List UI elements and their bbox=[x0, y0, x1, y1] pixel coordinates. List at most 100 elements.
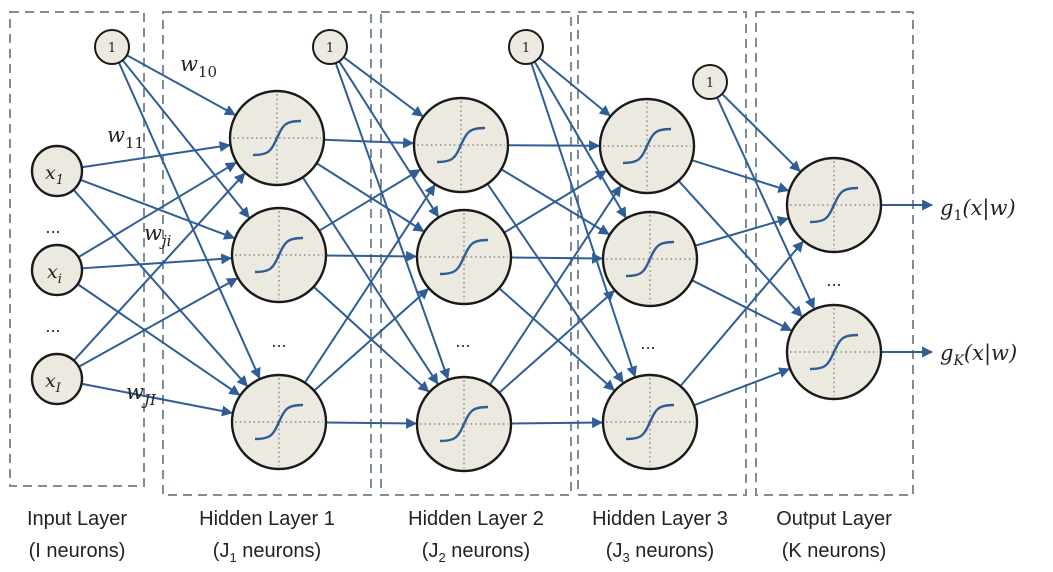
weight-label-w10: w10 bbox=[180, 52, 217, 81]
ellipsis-hidden-2: ... bbox=[455, 332, 470, 351]
ellipsis-output: ... bbox=[826, 271, 841, 290]
weight-edge-hidden3-output bbox=[693, 367, 791, 407]
weight-edge-input-hidden1 bbox=[81, 141, 231, 169]
hidden2-neuron-2 bbox=[415, 208, 513, 306]
sigmoid-activation-icon bbox=[625, 240, 675, 278]
bias-label: 1 bbox=[326, 41, 334, 56]
weight-edge-input-hidden1 bbox=[77, 283, 241, 396]
hidden-layer-3-box bbox=[577, 11, 747, 496]
bias-edge-1 bbox=[126, 54, 236, 116]
weight-edge-hidden2-hidden3 bbox=[510, 417, 604, 429]
caption-title: Hidden Layer 3 bbox=[592, 508, 728, 530]
sigmoid-activation-icon bbox=[809, 333, 859, 371]
weight-edge-input-hidden1 bbox=[72, 189, 248, 387]
sigmoid-activation-icon bbox=[436, 126, 486, 164]
bias-edge-3 bbox=[533, 61, 627, 219]
bias-edge-2 bbox=[334, 62, 450, 380]
input-label-xI: xI bbox=[45, 370, 62, 396]
caption-subtitle: (I neurons) bbox=[29, 540, 126, 562]
input-neuron-1 bbox=[30, 144, 84, 198]
ellipsis-input-1: ... bbox=[45, 218, 60, 237]
ellipsis-input-2: ... bbox=[45, 317, 60, 336]
weight-edge-hidden1-hidden2 bbox=[303, 184, 436, 384]
sigmoid-activation-icon bbox=[439, 405, 489, 443]
bias-label: 1 bbox=[706, 76, 714, 91]
bias-node-2 bbox=[312, 29, 348, 65]
sigmoid-activation-icon bbox=[625, 403, 675, 441]
caption-title: Input Layer bbox=[27, 508, 127, 530]
bias-node-1 bbox=[94, 29, 130, 65]
caption-subtitle: (J3 neurons) bbox=[606, 540, 714, 565]
caption-subtitle: (J2 neurons) bbox=[422, 540, 530, 565]
weight-edge-hidden3-output bbox=[677, 180, 803, 318]
weight-label-wji: wji bbox=[144, 221, 172, 250]
output-layer-box bbox=[755, 11, 914, 496]
sigmoid-activation-icon bbox=[252, 119, 302, 157]
input-neuron-3 bbox=[30, 352, 84, 406]
hidden-layer-1-box bbox=[162, 11, 372, 496]
input-label-x1: x1 bbox=[45, 162, 64, 188]
bias-edge-2 bbox=[343, 56, 424, 118]
hidden-layer-2-box bbox=[380, 11, 572, 496]
hidden1-neuron-2 bbox=[230, 206, 328, 304]
weight-edge-hidden3-output bbox=[694, 216, 789, 247]
weight-edge-hidden1-hidden2 bbox=[325, 250, 418, 262]
sigmoid-activation-icon bbox=[254, 236, 304, 274]
input-label-xi: xi bbox=[47, 261, 62, 287]
weight-edge-hidden2-hidden3 bbox=[510, 252, 604, 264]
weight-edge-hidden3-output bbox=[691, 159, 790, 193]
hidden3-neuron-1 bbox=[598, 97, 696, 195]
weight-edge-hidden1-hidden2 bbox=[301, 176, 439, 385]
output-neuron-1 bbox=[785, 156, 883, 254]
bias-label: 1 bbox=[108, 41, 116, 56]
bias-label: 1 bbox=[522, 41, 530, 56]
weight-edge-hidden2-hidden3 bbox=[489, 185, 622, 386]
caption-hidden-layer-3: Hidden Layer 3 (J3 neurons) bbox=[592, 508, 728, 565]
weight-edge-hidden1-hidden2 bbox=[318, 168, 421, 232]
weight-label-w11: w11 bbox=[107, 123, 144, 152]
hidden1-neuron-3 bbox=[230, 373, 328, 471]
weight-edge-hidden2-hidden3 bbox=[486, 183, 624, 384]
weight-edge-input-hidden1 bbox=[77, 161, 237, 258]
weight-edge-hidden1-hidden2 bbox=[323, 137, 415, 149]
weight-edge-input-hidden1 bbox=[73, 172, 246, 362]
ellipsis-hidden-3: ... bbox=[640, 334, 655, 353]
sigmoid-activation-icon bbox=[809, 186, 859, 224]
bias-edge-1 bbox=[121, 59, 250, 219]
caption-subtitle: (K neurons) bbox=[782, 540, 887, 562]
caption-title: Hidden Layer 1 bbox=[199, 508, 335, 530]
sigmoid-activation-icon bbox=[439, 238, 489, 276]
weight-edge-hidden1-hidden2 bbox=[325, 417, 418, 429]
caption-hidden-layer-1: Hidden Layer 1 (J1 neurons) bbox=[199, 508, 335, 565]
hidden2-neuron-1 bbox=[412, 96, 510, 194]
input-neuron-2 bbox=[30, 243, 84, 297]
caption-title: Output Layer bbox=[776, 508, 892, 530]
weight-edge-input-hidden1 bbox=[78, 277, 239, 368]
weight-label-wJI: wJI bbox=[126, 380, 157, 409]
bias-edge-1 bbox=[118, 62, 261, 380]
bias-edge-3 bbox=[538, 56, 611, 117]
caption-input-layer: Input Layer (I neurons) bbox=[27, 508, 127, 562]
weight-edge-hidden1-hidden2 bbox=[313, 288, 429, 392]
weight-edge-input-hidden1 bbox=[81, 382, 233, 417]
hidden3-neuron-2 bbox=[601, 210, 699, 308]
bias-node-4 bbox=[692, 64, 728, 100]
weight-edge-hidden3-output bbox=[679, 240, 804, 387]
connections bbox=[72, 54, 934, 429]
bias-edge-3 bbox=[530, 62, 638, 378]
weight-edge-hidden2-hidden3 bbox=[498, 290, 615, 394]
bias-edge-2 bbox=[338, 60, 440, 218]
bias-edge-4 bbox=[716, 97, 815, 310]
weight-edge-hidden3-output bbox=[691, 279, 793, 332]
weight-edge-hidden2-hidden3 bbox=[503, 170, 607, 234]
output-label-gK: gK(x|w) bbox=[940, 341, 1017, 369]
caption-subtitle: (J1 neurons) bbox=[213, 540, 321, 565]
sigmoid-activation-icon bbox=[254, 403, 304, 441]
bias-edge-4 bbox=[721, 93, 801, 172]
input-layer-box bbox=[9, 11, 145, 487]
neurons: 1 1 1 1 bbox=[30, 29, 883, 473]
weight-edge-hidden1-hidden2 bbox=[316, 162, 425, 233]
hidden1-neuron-1 bbox=[228, 89, 326, 187]
caption-output-layer: Output Layer (K neurons) bbox=[776, 508, 892, 562]
